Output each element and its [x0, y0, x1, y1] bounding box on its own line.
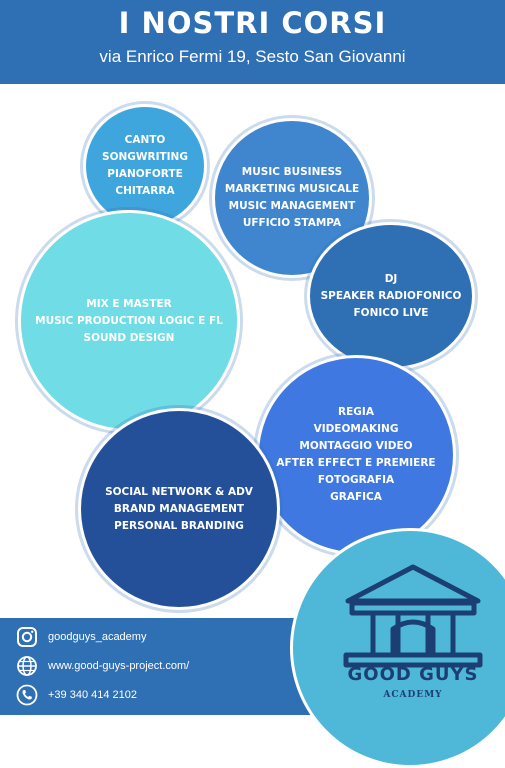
address: via Enrico Fermi 19, Sesto San Giovanni	[99, 47, 406, 66]
course-circle-regia: REGIA VIDEOMAKING MONTAGGIO VIDEO AFTER …	[256, 355, 456, 555]
course-circle-music-business: MUSIC BUSINESS MARKETING MUSICALE MUSIC …	[212, 118, 372, 278]
course-circle-mix-master: MIX E MASTER MUSIC PRODUCTION LOGIC E FL…	[18, 210, 240, 432]
course-line: FOTOGRAFIA	[317, 474, 395, 486]
course-line: MUSIC PRODUCTION LOGIC E FL	[35, 314, 223, 327]
course-circle-dj: DJ SPEAKER RADIOFONICO FONICO LIVE	[307, 222, 475, 370]
course-line: FONICO LIVE	[353, 306, 429, 319]
page-title: I NOSTRI CORSI	[118, 6, 387, 40]
course-line: SONGWRITING	[102, 151, 188, 163]
course-line: CANTO	[124, 134, 166, 146]
course-line: PERSONAL BRANDING	[114, 519, 244, 532]
course-circle-canto: CANTO SONGWRITING PIANOFORTE CHITARRA	[83, 104, 207, 228]
course-line: MIX E MASTER	[86, 297, 172, 310]
contact-website[interactable]: www.good-guys-project.com/	[16, 655, 189, 677]
course-line: AFTER EFFECT E PREMIERE	[276, 457, 436, 469]
header-banner: I NOSTRI CORSI via Enrico Fermi 19, Sest…	[0, 0, 505, 84]
course-line: UFFICIO STAMPA	[242, 217, 342, 229]
logo-name: GOOD GUYS	[347, 664, 479, 685]
instagram-handle[interactable]: goodguys_academy	[48, 631, 147, 643]
course-line: VIDEOMAKING	[313, 423, 399, 435]
phone-icon	[16, 684, 38, 706]
logo-badge	[290, 528, 505, 768]
course-line: MUSIC MANAGEMENT	[228, 200, 356, 212]
phone-number[interactable]: +39 340 414 2102	[48, 689, 138, 701]
course-line: MUSIC BUSINESS	[241, 166, 343, 178]
website-link[interactable]: www.good-guys-project.com/	[48, 660, 190, 672]
course-circle-social: SOCIAL NETWORK & ADV BRAND MANAGEMENT PE…	[78, 408, 280, 610]
course-line: REGIA	[338, 406, 374, 418]
contact-phone[interactable]: +39 340 414 2102	[16, 684, 137, 706]
course-line: DJ	[384, 272, 398, 285]
instagram-icon	[17, 627, 37, 647]
course-line: GRAFICA	[330, 491, 382, 503]
course-line: MARKETING MUSICALE	[224, 183, 360, 195]
course-line: MONTAGGIO VIDEO	[299, 440, 413, 452]
course-line: SPEAKER RADIOFONICO	[320, 289, 462, 302]
course-line: SOCIAL NETWORK & ADV	[105, 485, 253, 498]
course-line: CHITARRA	[115, 185, 175, 197]
globe-icon	[17, 656, 37, 676]
logo-subtitle: ACADEMY	[383, 690, 443, 700]
building-logo-icon	[343, 564, 483, 668]
course-line: SOUND DESIGN	[83, 331, 175, 344]
contact-instagram[interactable]: goodguys_academy	[16, 626, 146, 648]
course-line: PIANOFORTE	[107, 168, 183, 180]
course-line: BRAND MANAGEMENT	[113, 502, 245, 515]
